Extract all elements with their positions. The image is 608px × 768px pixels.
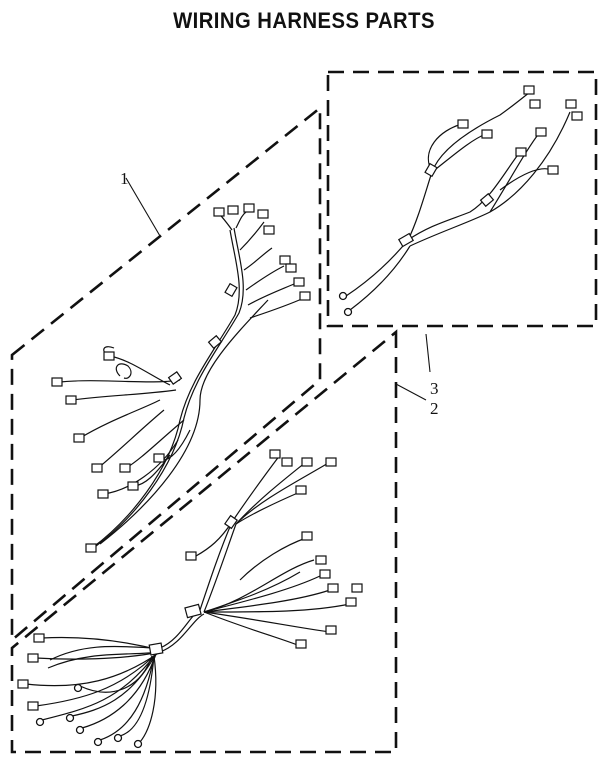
part-3-dashed-box — [326, 70, 598, 328]
callout-1-label: 1 — [120, 169, 129, 188]
part-2-dashed-box — [10, 329, 398, 754]
callout-2-leader — [395, 383, 427, 401]
callout-1-leader — [125, 177, 161, 237]
part-1-dashed-box — [10, 105, 322, 643]
harness-part-2 — [17, 449, 363, 749]
callout-2-label: 2 — [430, 399, 439, 418]
callout-3-leader — [425, 333, 431, 373]
harness-part-1 — [51, 203, 311, 553]
page-title: WIRING HARNESS PARTS — [173, 8, 435, 33]
callout-3-label: 3 — [430, 379, 439, 398]
harness-part-3 — [338, 85, 583, 317]
